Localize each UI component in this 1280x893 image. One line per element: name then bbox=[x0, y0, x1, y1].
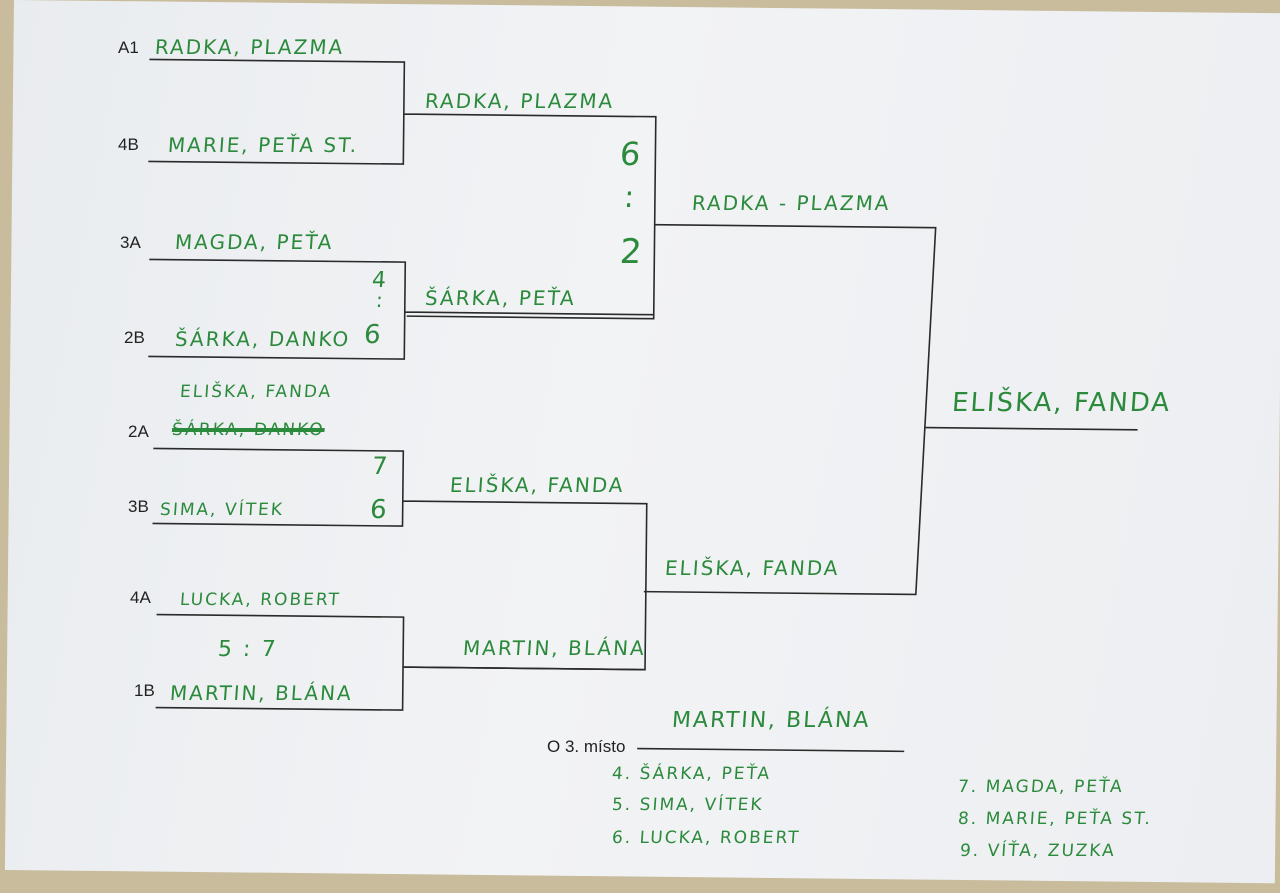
team-name: ELIŠKA, FANDA bbox=[449, 473, 626, 497]
team-name: RADKA, PLAZMA bbox=[424, 89, 616, 113]
team-name: MARTIN, BLÁNA bbox=[462, 636, 647, 660]
team-name: RADKA - PLAZMA bbox=[691, 191, 892, 215]
seed-label: 2A bbox=[128, 422, 149, 441]
team-name: ŠÁRKA, PEŤA bbox=[424, 286, 577, 310]
seed-label: 4B bbox=[118, 135, 139, 154]
paper-sheet bbox=[4, 0, 1280, 884]
score-separator: : bbox=[622, 180, 638, 215]
team-name: MARIE, PEŤA ST. bbox=[167, 133, 360, 157]
score: 6 bbox=[368, 495, 390, 525]
ranking-item: 4. ŠÁRKA, PEŤA bbox=[611, 764, 772, 784]
seed-label: A1 bbox=[118, 38, 139, 57]
ranking-item: 9. VÍŤA, ZUZKA bbox=[959, 841, 1117, 861]
bracket-r1-m4 bbox=[155, 613, 646, 711]
seed-label: 3B bbox=[128, 497, 149, 516]
seed-label: 3A bbox=[120, 233, 141, 252]
score: 7 bbox=[371, 452, 391, 480]
team-name: ELIŠKA, FANDA bbox=[664, 556, 841, 580]
third-place-line bbox=[637, 747, 905, 753]
ranking-item: 6. LUCKA, ROBERT bbox=[611, 828, 802, 848]
score: 5 : 7 bbox=[217, 637, 279, 662]
bracket-r1-m2 bbox=[148, 258, 654, 360]
seed-label: 4A bbox=[130, 588, 151, 607]
bracket-final bbox=[925, 426, 1138, 431]
team-name: SIMA, VÍTEK bbox=[159, 500, 285, 520]
bracket-lines bbox=[148, 58, 1138, 753]
ranking-item: 5. SIMA, VÍTEK bbox=[611, 795, 765, 815]
bracket-r1-m1 bbox=[148, 58, 657, 320]
score: 2 bbox=[618, 232, 646, 272]
team-name: RADKA, PLAZMA bbox=[154, 35, 346, 59]
team-name: ELIŠKA, FANDA bbox=[179, 382, 333, 402]
third-place-label: O 3. místo bbox=[547, 737, 626, 756]
ranking-item: 7. MAGDA, PEŤA bbox=[957, 777, 1125, 797]
tournament-winner: ELIŠKA, FANDA bbox=[950, 388, 1173, 418]
score: 6 bbox=[618, 135, 644, 173]
ranking-item: 8. MARIE, PEŤA ST. bbox=[957, 809, 1153, 829]
third-place-winner: MARTIN, BLÁNA bbox=[671, 708, 872, 733]
team-name: ŠÁRKA, DANKO bbox=[174, 327, 352, 351]
bracket-semifinal bbox=[643, 223, 937, 596]
team-name: MAGDA, PEŤA bbox=[174, 230, 335, 254]
seed-label: 2B bbox=[124, 328, 145, 347]
team-name: LUCKA, ROBERT bbox=[179, 590, 342, 610]
team-name: MARTIN, BLÁNA bbox=[169, 681, 354, 705]
score: 6 bbox=[362, 320, 382, 350]
team-name-crossed: ŠÁRKA, DANKO bbox=[171, 420, 326, 440]
seed-label: 1B bbox=[134, 681, 155, 700]
